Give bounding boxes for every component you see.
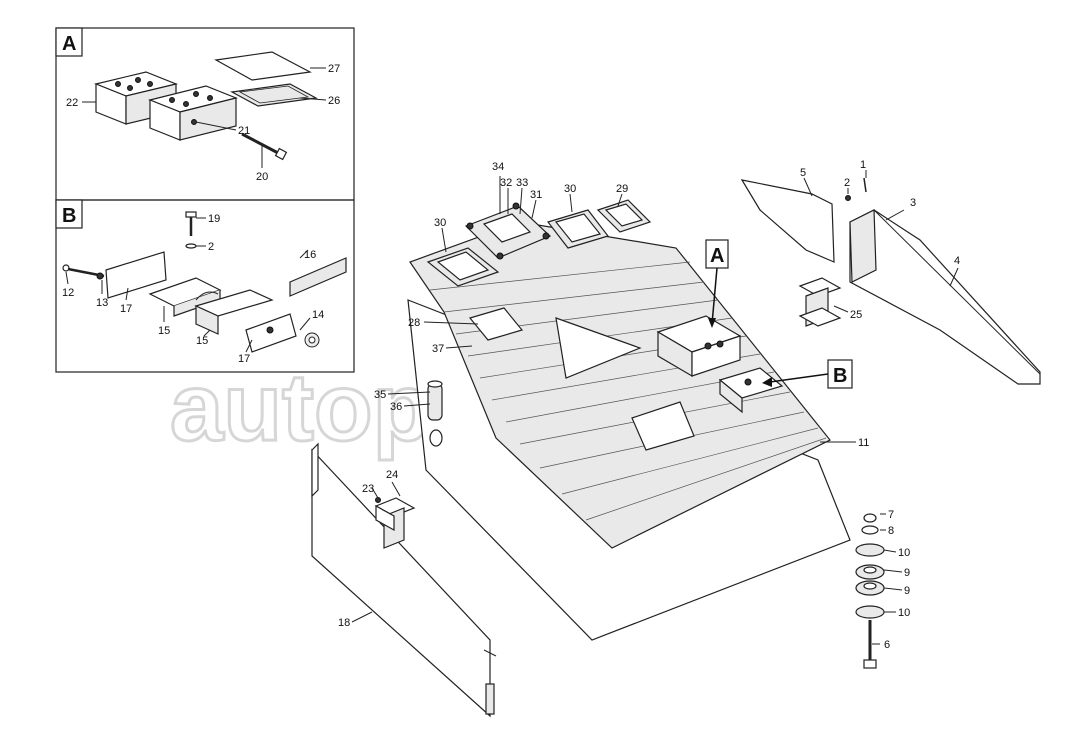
- label-35: 35: [374, 389, 386, 401]
- mount-stack: [855, 513, 885, 669]
- part-28-cover: [468, 307, 524, 341]
- callout-b-letter: B: [833, 365, 847, 387]
- part-27-plate: [214, 51, 312, 81]
- label-16: 16: [304, 249, 316, 261]
- label-7: 7: [888, 509, 894, 521]
- inset-a-letter: A: [62, 33, 76, 55]
- label-36: 36: [390, 401, 402, 413]
- label-9-upper: 9: [904, 567, 910, 579]
- callout-b: B: [762, 359, 853, 389]
- part-17-plate: [105, 251, 167, 299]
- part-7-nut: [863, 513, 877, 523]
- label-21: 21: [238, 125, 250, 137]
- label-9-lower: 9: [904, 585, 910, 597]
- label-2: 2: [844, 177, 850, 189]
- label-20: 20: [256, 171, 268, 183]
- callout-a-letter: A: [710, 245, 724, 267]
- label-12: 12: [62, 287, 74, 299]
- part-2-washer: [845, 195, 851, 201]
- label-25: 25: [850, 309, 862, 321]
- label-23: 23: [362, 483, 374, 495]
- label-22: 22: [66, 97, 78, 109]
- component-a-box: [656, 315, 742, 378]
- label-5: 5: [800, 167, 806, 179]
- part-21-block: [148, 85, 238, 141]
- part-24-mount: [374, 497, 416, 549]
- inset-a: A 27 2: [55, 27, 355, 201]
- part-labels: 1 2 3 4 5 6 7 8 9 9 10 10 11 18 23 24 25…: [338, 159, 960, 651]
- label-1: 1: [860, 159, 866, 171]
- label-3: 3: [910, 197, 916, 209]
- label-30-right: 30: [564, 183, 576, 195]
- inset-b-letter: B: [62, 205, 76, 227]
- label-18: 18: [338, 617, 350, 629]
- part-9-bushing-upper: [855, 564, 885, 580]
- label-29: 29: [616, 183, 628, 195]
- part-10-pad-top: [855, 543, 885, 557]
- label-17-lower: 17: [238, 353, 250, 365]
- label-24: 24: [386, 469, 398, 481]
- label-26: 26: [328, 95, 340, 107]
- label-4: 4: [954, 255, 960, 267]
- label-28: 28: [408, 317, 420, 329]
- label-15-lower: 15: [196, 335, 208, 347]
- label-37: 37: [432, 343, 444, 355]
- part-19-bolt: [185, 211, 197, 249]
- part-14-nut: [304, 332, 320, 348]
- part-9-bushing-lower: [855, 580, 885, 596]
- part-16-strip: [289, 257, 347, 297]
- label-2-inset: 2: [208, 241, 214, 253]
- part-35-36-sleeve: [427, 380, 443, 447]
- part-15-17-assembly: [194, 289, 297, 353]
- part-3-4-cover: [849, 209, 1041, 385]
- label-19: 19: [208, 213, 220, 225]
- label-15-upper: 15: [158, 325, 170, 337]
- label-14: 14: [312, 309, 324, 321]
- label-13: 13: [96, 297, 108, 309]
- label-10-lower: 10: [898, 607, 910, 619]
- label-10-upper: 10: [898, 547, 910, 559]
- part-20-bolt: [241, 132, 288, 161]
- part-25-mount: [798, 277, 842, 327]
- part-30-frame-right: [546, 209, 610, 249]
- label-32: 32: [500, 177, 512, 189]
- mat-cutout: [631, 401, 695, 451]
- part-5-panel: [740, 179, 835, 263]
- label-31: 31: [530, 189, 542, 201]
- part-18-side-panel: [311, 442, 497, 718]
- part-8-washer: [861, 525, 879, 535]
- part-30-frame-left: [426, 247, 500, 287]
- part-11-floor-mat: [409, 221, 831, 549]
- part-31-hatch: [464, 202, 552, 260]
- callout-a: A: [705, 239, 729, 328]
- leader-lines: [351, 170, 959, 645]
- part-10-pad-bottom: [855, 605, 885, 619]
- label-17-upper: 17: [120, 303, 132, 315]
- mat-arrow-cutout: [555, 317, 642, 379]
- part-29-frame: [596, 199, 652, 233]
- part-12-bolt: [62, 264, 105, 280]
- label-33: 33: [516, 177, 528, 189]
- label-8: 8: [888, 525, 894, 537]
- component-b-bracket: [718, 367, 784, 414]
- label-34: 34: [492, 161, 504, 173]
- part-26-gasket: [230, 83, 318, 107]
- part-6-bolt: [863, 620, 877, 669]
- label-6: 6: [884, 639, 890, 651]
- part-1-screw: [863, 177, 867, 193]
- label-11: 11: [858, 437, 869, 449]
- inset-b: B: [55, 199, 355, 373]
- label-30-left: 30: [434, 217, 446, 229]
- label-27: 27: [328, 63, 340, 75]
